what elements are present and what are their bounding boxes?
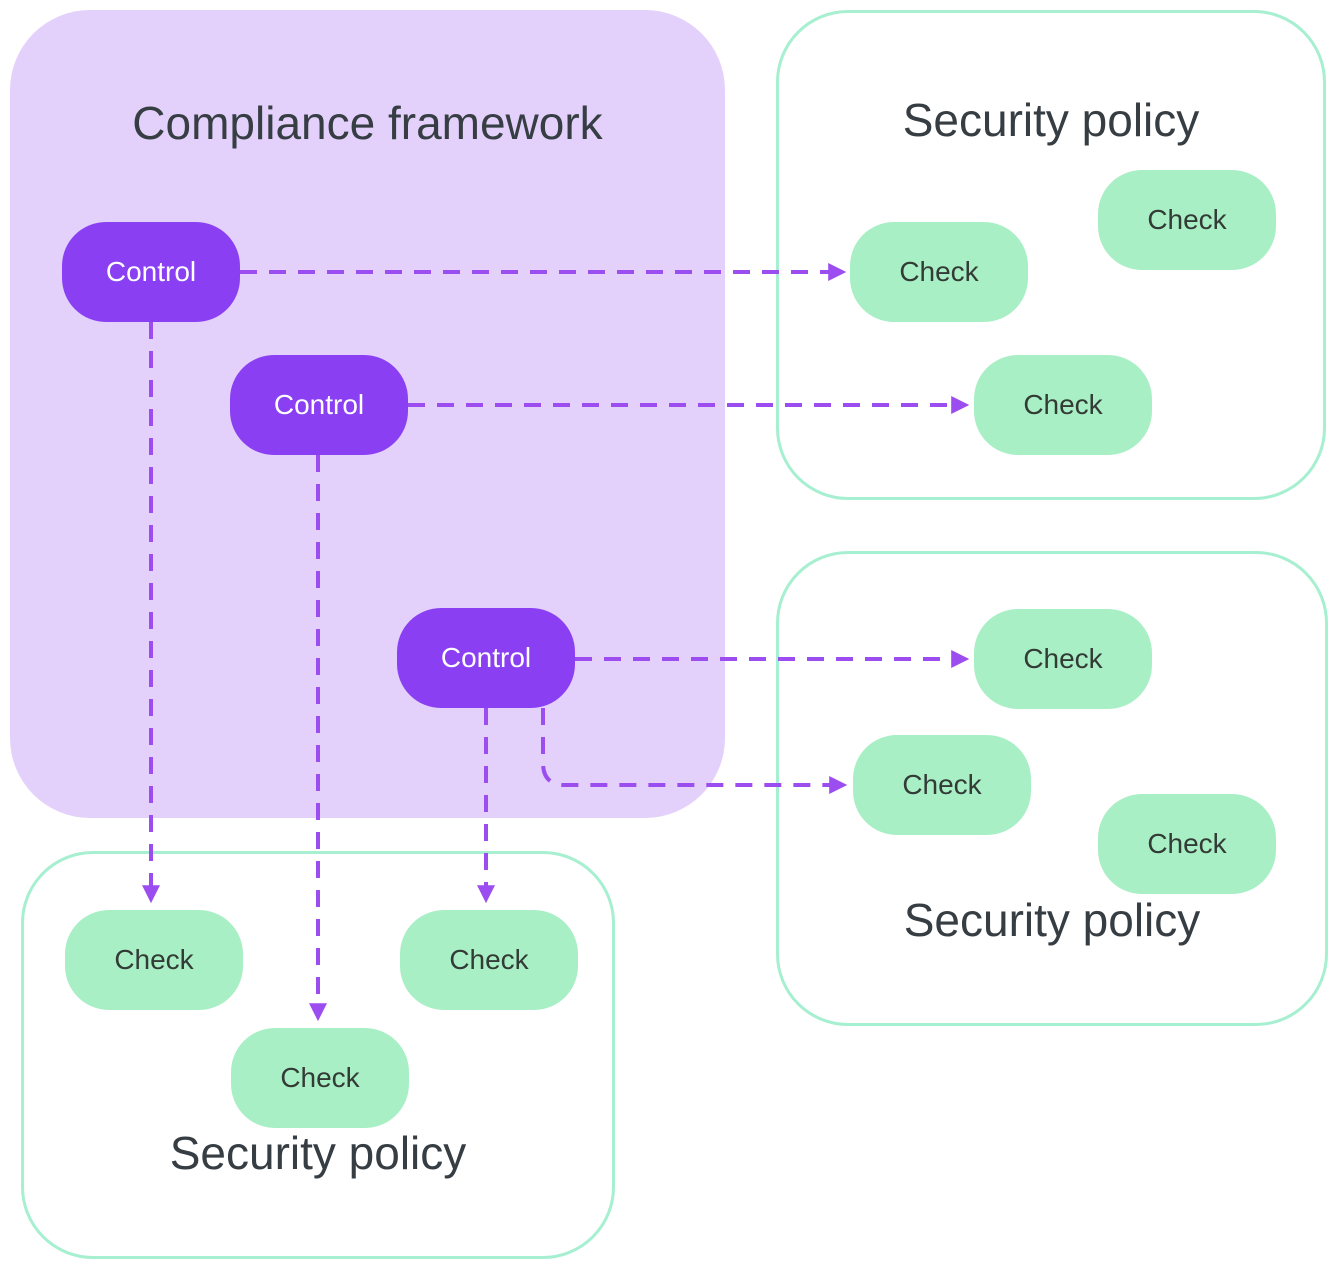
control-node-3-label: Control — [440, 642, 532, 673]
control-node-1-label: Control — [105, 256, 197, 287]
check-node-tr-3: Check — [974, 355, 1152, 455]
security-policy-box-middle-right: Security policy Check Check Check — [776, 551, 1328, 1026]
check-node-mr-2: Check — [853, 735, 1031, 835]
check-node-mr-3: Check — [1098, 794, 1276, 894]
check-node-mr-2-label: Check — [902, 769, 982, 800]
control-node-2: Control — [230, 355, 408, 455]
check-node-tr-2: Check — [1098, 170, 1276, 270]
check-node-mr-3-label: Check — [1147, 828, 1227, 859]
control-node-1: Control — [62, 222, 240, 322]
security-policy-box-bottom-left: Security policy Check Check Check — [21, 851, 615, 1259]
check-node-mr-1: Check — [974, 609, 1152, 709]
check-node-bl-2: Check — [400, 910, 578, 1010]
check-node-tr-3-label: Check — [1023, 389, 1103, 420]
check-node-bl-2-label: Check — [449, 944, 529, 975]
security-policy-middle-right-title: Security policy — [903, 893, 1201, 946]
check-node-bl-3-label: Check — [280, 1062, 360, 1093]
check-node-tr-2-label: Check — [1147, 204, 1227, 235]
security-policy-box-top-right: Security policy Check Check Check — [776, 10, 1326, 500]
check-node-tr-1-label: Check — [899, 256, 979, 287]
check-node-bl-3: Check — [231, 1028, 409, 1128]
compliance-framework-box: Compliance framework Control Control Con… — [10, 10, 725, 818]
control-node-2-label: Control — [273, 389, 365, 420]
check-node-tr-1: Check — [850, 222, 1028, 322]
security-policy-bottom-left-title: Security policy — [169, 1126, 467, 1179]
check-node-bl-1: Check — [65, 910, 243, 1010]
control-node-3: Control — [397, 608, 575, 708]
check-node-bl-1-label: Check — [114, 944, 194, 975]
security-policy-top-right-title: Security policy — [902, 94, 1200, 147]
check-node-mr-1-label: Check — [1023, 643, 1103, 674]
compliance-framework-title: Compliance framework — [132, 97, 603, 150]
